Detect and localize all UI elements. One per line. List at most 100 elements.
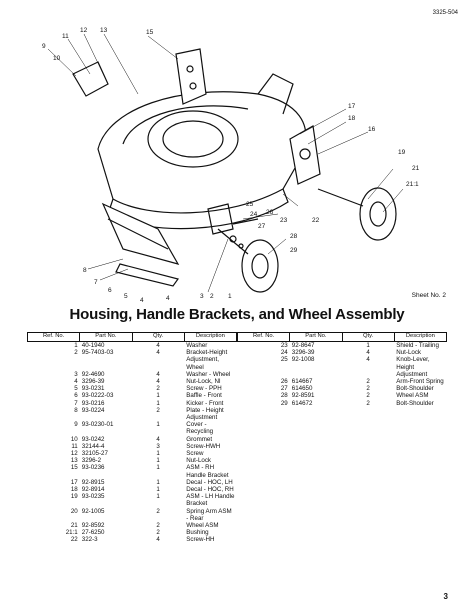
ref-cell: 26 — [280, 378, 288, 386]
callout-8: 8 — [83, 267, 87, 274]
ref-cell: 28 — [280, 392, 288, 400]
description-cell: Screw - PPH — [186, 385, 222, 393]
callout-29: 29 — [290, 247, 298, 254]
description-cell: Plate - Height Adjustment — [186, 406, 224, 422]
mower-housing-illustration — [72, 48, 397, 293]
callout-23: 23 — [280, 217, 288, 224]
qty-cell: 2 — [156, 522, 160, 530]
ref-cell: 27 — [280, 385, 288, 393]
callout-3: 3 — [200, 293, 204, 300]
qty-cell: 4 — [156, 378, 160, 386]
part-no-cell: 614667 — [291, 378, 313, 386]
callout-12: 12 — [80, 27, 88, 34]
description-cell: Decal - HOC, LH — [186, 478, 233, 486]
description-cell: ASM - LH Handle Bracket — [186, 493, 235, 508]
header-qty: Qty. — [341, 332, 395, 342]
callout-18: 18 — [348, 115, 356, 122]
description-cell: Nut-Lock, NI — [186, 378, 221, 386]
description-cell: Washer - Wheel — [186, 370, 231, 378]
part-no-cell: 3296-39 — [291, 349, 315, 357]
ref-cell: 22 — [70, 536, 78, 544]
callout-6: 6 — [108, 287, 112, 294]
ref-cell: 9 — [74, 421, 78, 429]
qty-cell: 1 — [156, 478, 160, 486]
part-no-cell: 92-8647 — [291, 342, 315, 349]
header-ref-no: Ref. No. — [26, 332, 81, 342]
qty-cell: 1 — [156, 450, 160, 458]
callout-11: 11 — [62, 33, 69, 40]
description-cell: Decal - HOC, RH — [186, 486, 234, 494]
qty-cell: 2 — [366, 399, 370, 407]
part-no-cell: 93-0224 — [81, 406, 105, 414]
qty-cell: 2 — [366, 385, 370, 393]
qty-cell: 4 — [156, 349, 160, 357]
exploded-parts-diagram: 9 11 12 13 15 10 17 18 16 19 21 21:1 22 … — [42, 27, 420, 304]
ref-cell: 29 — [280, 399, 288, 407]
page-title: Housing, Handle Brackets, and Wheel Asse… — [69, 306, 405, 323]
ref-cell: 21:1 — [65, 529, 78, 537]
description-cell: Wheel ASM — [396, 392, 429, 400]
callout-2: 2 — [210, 293, 214, 300]
ref-cell: 10 — [70, 435, 78, 443]
part-no-cell: 95-7403-03 — [81, 349, 114, 357]
qty-cell: 1 — [156, 399, 160, 407]
callout-4: 4 — [140, 297, 144, 304]
callout-9: 9 — [42, 43, 46, 50]
callout-4b: 4 — [166, 295, 170, 302]
header-description: Description — [393, 332, 448, 342]
ref-cell: 21 — [70, 522, 78, 530]
ref-cell: 13 — [70, 457, 78, 465]
part-no-cell: 614650 — [291, 385, 313, 393]
description-cell: Shield - Trailing — [396, 342, 439, 349]
callout-21: 21 — [412, 165, 420, 172]
part-no-cell: 614672 — [291, 399, 313, 407]
description-cell: Kicker - Front — [186, 399, 224, 407]
part-no-cell: 32144-4 — [81, 442, 105, 450]
ref-cell: 3 — [74, 370, 78, 378]
part-no-cell: 32105-27 — [81, 450, 108, 458]
qty-cell: 2 — [156, 507, 160, 515]
part-no-cell: 92-8914 — [81, 486, 105, 494]
callout-27: 27 — [258, 223, 266, 230]
part-no-cell: 92-4690 — [81, 370, 105, 378]
callout-16: 16 — [368, 126, 376, 133]
part-no-cell: 93-0231 — [81, 385, 105, 393]
callout-28: 28 — [290, 233, 298, 240]
qty-cell: 1 — [156, 493, 160, 501]
ref-cell: 17 — [70, 478, 78, 486]
ref-cell: 15 — [70, 464, 78, 472]
qty-cell: 2 — [366, 378, 370, 386]
description-cell: Screw-HH — [186, 536, 215, 544]
table-header-row: Ref. No. Part No. Qty. Description — [236, 332, 448, 342]
ref-cell: 24 — [280, 349, 288, 357]
header-ref-no: Ref. No. — [236, 332, 291, 342]
part-no-cell: 40-1940 — [81, 342, 105, 349]
part-no-cell: 93-0222-03 — [81, 392, 114, 400]
header-qty: Qty. — [131, 332, 185, 342]
header-part-no: Part No. — [289, 332, 343, 342]
description-cell: Baffle - Front — [186, 392, 222, 400]
part-no-cell: 27-6250 — [81, 529, 105, 537]
qty-cell: 2 — [156, 385, 160, 393]
qty-cell: 2 — [366, 392, 370, 400]
qty-cell: 1 — [366, 342, 370, 349]
qty-cell: 4 — [366, 356, 370, 364]
description-cell: Nut-Lock — [186, 457, 212, 465]
